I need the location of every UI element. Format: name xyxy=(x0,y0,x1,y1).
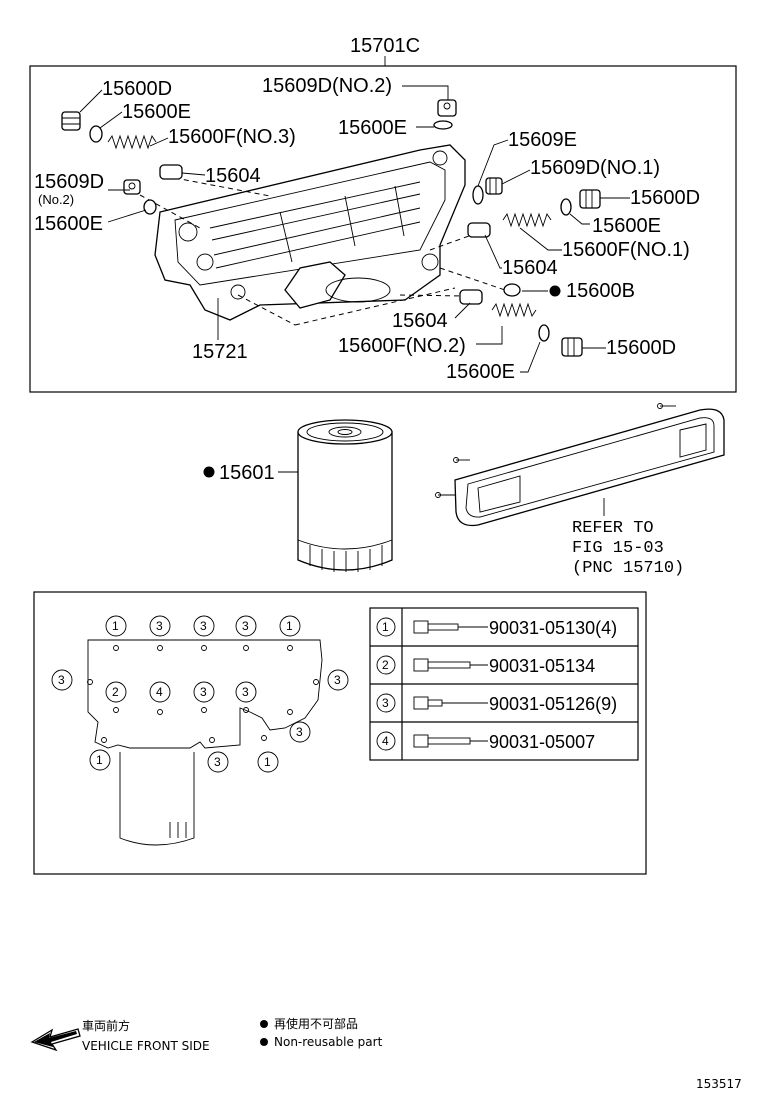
nonreusable-dot-legend-2 xyxy=(260,1038,268,1046)
label-15601: 15601 xyxy=(219,462,275,484)
bolt-position-row2: 3 2 4 3 3 3 xyxy=(51,669,349,703)
gasket-plate-refer xyxy=(435,403,725,527)
bolt-table-part: 90031-05126(9) xyxy=(489,694,617,714)
bolt-position-label: 3 xyxy=(214,755,221,769)
bolt-position-row1: 1 3 3 3 1 xyxy=(105,615,301,637)
bolt-position-label: 1 xyxy=(96,753,103,767)
plug-15600D-topleft xyxy=(61,111,81,131)
legend-nonreuse-en: Non-reusable part xyxy=(274,1035,383,1049)
refer-line3: (PNC 15710) xyxy=(572,559,684,578)
spring-15600F-no3 xyxy=(107,134,157,150)
gasket-15600B xyxy=(503,283,521,297)
gasket-15600E-right xyxy=(560,198,572,216)
plug-15609D-left xyxy=(123,179,141,195)
front-arrow-icon xyxy=(30,1028,81,1052)
figure-id: 153517 xyxy=(696,1077,742,1091)
refer-line1: REFER TO xyxy=(572,519,654,538)
label-15604-top: 15604 xyxy=(205,165,261,187)
nonreusable-dot-15601 xyxy=(203,466,215,478)
label-15609D-left: 15609D xyxy=(34,171,104,193)
label-15600E-top: 15600E xyxy=(338,117,407,139)
label-15600E-left: 15600E xyxy=(34,213,103,235)
spring-15600F-no2 xyxy=(491,302,537,318)
label-15600D-right2: 15600D xyxy=(606,337,676,359)
label-15604-mid: 15604 xyxy=(502,257,558,279)
label-15600F-no1: 15600F(NO.1) xyxy=(562,239,690,261)
bolt-position-label: 3 xyxy=(242,619,249,633)
gasket-15600E-bottom xyxy=(538,324,550,342)
gasket-15609E xyxy=(472,185,484,205)
nonreusable-dot-legend-1 xyxy=(260,1020,268,1028)
valve-15604-mid xyxy=(467,222,491,238)
bolt-layout-frame xyxy=(33,591,647,875)
gasket-15600E-left xyxy=(143,199,157,215)
plug-15609D-no2-top xyxy=(437,99,457,117)
bolt-icon xyxy=(413,696,488,710)
gasket-15600E-top xyxy=(433,120,453,130)
plug-15609D-no1 xyxy=(485,177,503,195)
bolt-position-row3: 3 1 3 1 xyxy=(89,721,311,773)
label-15609D-left-sub: (No.2) xyxy=(38,192,74,207)
bolt-position-label: 3 xyxy=(200,685,207,699)
valve-15604-low xyxy=(459,289,483,305)
label-15600B: 15600B xyxy=(566,280,635,302)
bolt-position-label: 4 xyxy=(156,685,163,699)
bolt-position-label: 3 xyxy=(156,619,163,633)
bolt-table-part: 90031-05130(4) xyxy=(489,618,617,638)
spring-15600F-no1 xyxy=(502,212,552,228)
plug-15600D-right1 xyxy=(579,189,601,209)
label-15600E-bottom: 15600E xyxy=(446,361,515,383)
bolt-position-label: 1 xyxy=(112,619,119,633)
bolt-position-label: 1 xyxy=(264,755,271,769)
label-15600F-no2: 15600F(NO.2) xyxy=(338,335,466,357)
legend-front-en: VEHICLE FRONT SIDE xyxy=(82,1039,210,1053)
bolt-icon xyxy=(413,734,488,748)
assembly-label: 15701C xyxy=(350,35,420,57)
bolt-table-index: 4 xyxy=(382,734,389,748)
bolt-position-label: 3 xyxy=(296,725,303,739)
bolt-icon xyxy=(413,620,488,634)
label-15721: 15721 xyxy=(192,341,248,363)
bolt-table-index: 1 xyxy=(382,620,389,634)
label-15609D-no2-top: 15609D(NO.2) xyxy=(262,75,392,97)
label-15600E-topleft: 15600E xyxy=(122,101,191,123)
legend-front-jp: 車両前方 xyxy=(82,1018,130,1033)
label-15609E: 15609E xyxy=(508,129,577,151)
nonreusable-dot-15600B xyxy=(549,285,561,297)
label-15600D-right1: 15600D xyxy=(630,187,700,209)
plug-15600D-right2 xyxy=(561,337,583,357)
bolt-table-part: 90031-05007 xyxy=(489,732,595,752)
bolt-layout-outline xyxy=(87,639,323,846)
label-15609D-no1: 15609D(NO.1) xyxy=(530,157,660,179)
label-15604-low: 15604 xyxy=(392,310,448,332)
bolt-position-label: 3 xyxy=(58,673,65,687)
legend-nonreuse-jp: 再使用不可部品 xyxy=(274,1016,358,1031)
bolt-position-label: 3 xyxy=(200,619,207,633)
bolt-table-index: 3 xyxy=(382,696,389,710)
oil-cooler-body xyxy=(154,144,466,321)
assembly-frame xyxy=(29,65,737,393)
bolt-position-label: 3 xyxy=(334,673,341,687)
bolt-icon xyxy=(413,658,488,672)
valve-15604-top xyxy=(159,164,183,180)
bolt-table: 1 90031-05130(4) 2 90031-05134 3 90031-0… xyxy=(369,607,639,761)
gasket-15600E-topleft xyxy=(89,125,103,143)
bolt-table-index: 2 xyxy=(382,658,389,672)
label-15600F-no3: 15600F(NO.3) xyxy=(168,126,296,148)
bolt-position-label: 3 xyxy=(242,685,249,699)
label-15600E-right: 15600E xyxy=(592,215,661,237)
bolt-table-part: 90031-05134 xyxy=(489,656,595,676)
oil-filter-15601 xyxy=(297,419,393,572)
label-15600D-topleft: 15600D xyxy=(102,78,172,100)
refer-line2: FIG 15-03 xyxy=(572,539,664,558)
leader-lines xyxy=(79,85,630,373)
bolt-position-label: 1 xyxy=(286,619,293,633)
bolt-position-label: 2 xyxy=(112,685,119,699)
